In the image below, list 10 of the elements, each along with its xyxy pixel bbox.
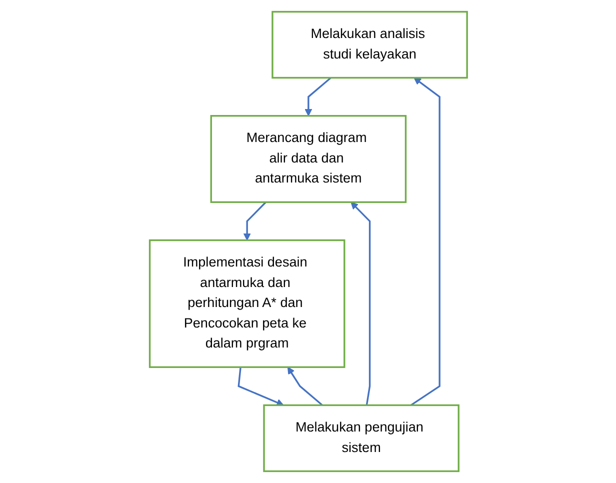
arrow [237, 367, 284, 406]
node-box: Melakukan pengujian sistem [262, 404, 460, 472]
arrow [287, 366, 323, 406]
node-box: Implementasi desain antarmuka dan perhitungan A* dan Pencocokan peta ke dalam prgram [148, 239, 345, 368]
arrow [350, 202, 370, 406]
arrow [242, 202, 266, 241]
node-box: Melakukan analisis studi kelayakan [271, 10, 468, 79]
arrow [410, 77, 440, 406]
arrow [304, 77, 331, 116]
node-box: Merancang diagram alir data dan antarmuka sistem [210, 115, 406, 203]
